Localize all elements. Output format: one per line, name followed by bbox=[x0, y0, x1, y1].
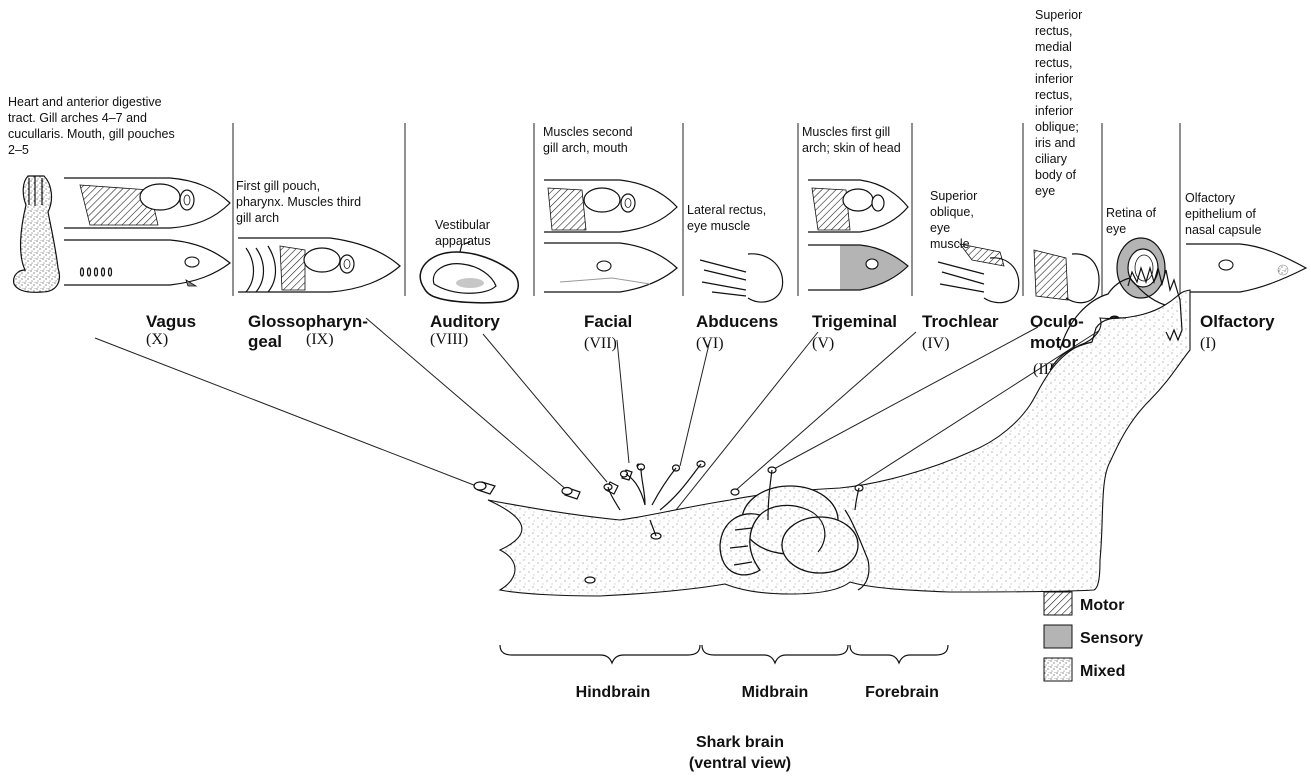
glossopharyngeal-illustration bbox=[238, 238, 400, 292]
trigeminal-name: Trigeminal bbox=[812, 312, 897, 331]
caption-line-2: (ventral view) bbox=[689, 755, 791, 772]
abducens-description: Lateral rectus,eye muscle bbox=[687, 203, 766, 233]
facial-number: (VII) bbox=[584, 335, 617, 352]
legend-swatch-motor bbox=[1044, 592, 1072, 615]
glossopharyngeal-number: (IX) bbox=[306, 331, 334, 348]
facial-name: Facial bbox=[584, 312, 632, 331]
region-hindbrain: Hindbrain bbox=[576, 684, 651, 701]
trochlear-name: Trochlear bbox=[922, 312, 999, 331]
legend: Motor Sensory Mixed bbox=[1044, 592, 1143, 681]
abducens-name: Abducens bbox=[696, 312, 778, 331]
legend-swatch-mixed bbox=[1044, 658, 1072, 681]
legend-label-sensory: Sensory bbox=[1080, 630, 1143, 647]
trigeminal-illustration bbox=[808, 180, 908, 290]
legend-label-motor: Motor bbox=[1080, 597, 1124, 614]
abducens-number: (VI) bbox=[696, 335, 724, 352]
auditory-number: (VIII) bbox=[430, 331, 468, 348]
trigeminal-number: (V) bbox=[812, 335, 834, 352]
legend-swatch-sensory bbox=[1044, 625, 1072, 648]
region-midbrain: Midbrain bbox=[742, 684, 809, 701]
oculomotor-illustration bbox=[1034, 250, 1099, 303]
diagram-caption: Shark brain (ventral view) bbox=[689, 734, 791, 772]
vagus-illustration bbox=[14, 176, 230, 292]
abducens-illustration bbox=[700, 254, 783, 302]
caption-line-1: Shark brain bbox=[696, 734, 784, 751]
olfactory-number: (I) bbox=[1200, 335, 1216, 352]
olfactory-name: Olfactory bbox=[1200, 312, 1275, 331]
olfactory-illustration bbox=[1186, 244, 1306, 292]
vagus-name: Vagus bbox=[146, 312, 196, 331]
legend-label-mixed: Mixed bbox=[1080, 663, 1125, 680]
auditory-illustration bbox=[420, 242, 518, 303]
trochlear-number: (IV) bbox=[922, 335, 950, 352]
auditory-name: Auditory bbox=[430, 312, 500, 331]
trochlear-illustration bbox=[938, 244, 1019, 303]
facial-illustration bbox=[544, 180, 677, 292]
vagus-number: (X) bbox=[146, 331, 168, 348]
region-forebrain: Forebrain bbox=[865, 684, 939, 701]
region-braces: Hindbrain Midbrain Forebrain bbox=[500, 645, 948, 701]
